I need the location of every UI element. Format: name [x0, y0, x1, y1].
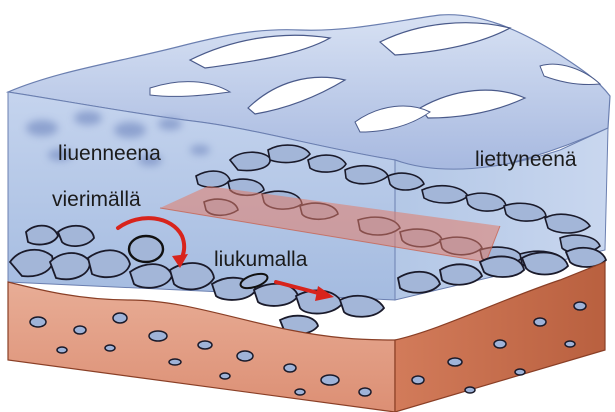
label-suspended: liettyneenä	[475, 148, 577, 171]
rolling-stone	[129, 236, 163, 262]
label-sliding: liukumalla	[214, 248, 308, 271]
label-rolling: vierimällä	[52, 188, 141, 211]
label-dissolved: liuenneena	[58, 142, 161, 165]
